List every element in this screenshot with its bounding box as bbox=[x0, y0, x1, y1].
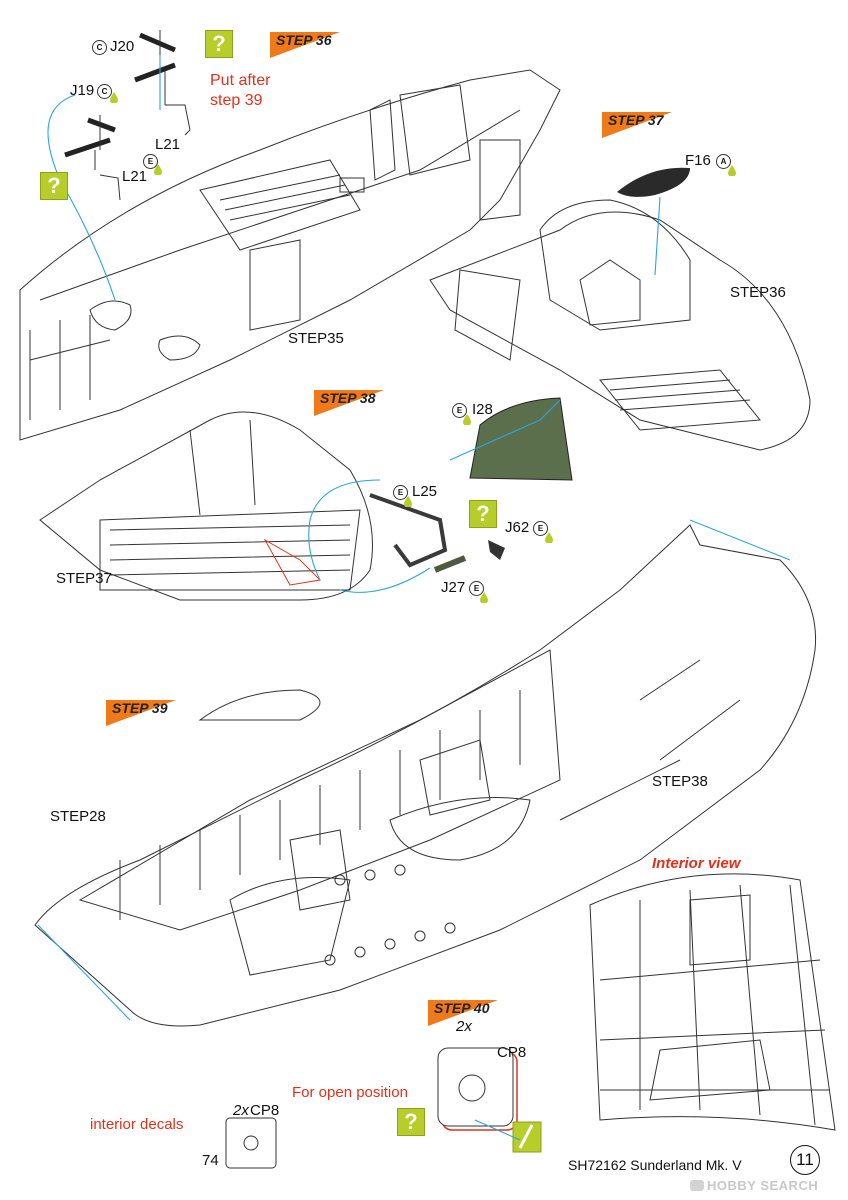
sprue-code-c: C bbox=[92, 40, 107, 55]
fuselage-section-step35 bbox=[19, 69, 561, 441]
sprue-code-e: E bbox=[469, 581, 484, 596]
step-banner-triangle bbox=[314, 390, 384, 416]
step-banner-triangle bbox=[428, 1000, 498, 1026]
glue-drop-icon bbox=[154, 164, 162, 175]
part-l25: L25 bbox=[412, 483, 438, 500]
step-37-label: STEP 37 bbox=[608, 112, 664, 128]
part-j27: J27 bbox=[441, 579, 466, 596]
sprue-code-e: E bbox=[452, 403, 467, 418]
ref-step38: STEP38 bbox=[652, 773, 708, 790]
part-l21-lower: L21 bbox=[122, 168, 148, 185]
step-36-label: STEP 36 bbox=[276, 32, 332, 48]
quantity-2x-step40: 2x bbox=[456, 1018, 472, 1035]
step-38-label: STEP 38 bbox=[320, 390, 376, 406]
optional-part-qmark: ? bbox=[40, 172, 68, 200]
part-i28: I28 bbox=[472, 401, 493, 418]
part-j62: J62 bbox=[505, 519, 530, 536]
step-36-banner: STEP 36 bbox=[270, 32, 360, 58]
step-39-label: STEP 39 bbox=[112, 700, 168, 716]
note-put-after-line1: Put after bbox=[210, 72, 271, 89]
glue-drop-icon bbox=[728, 165, 736, 176]
optional-part-qmark: ? bbox=[469, 500, 497, 528]
part-cp8-decal: CP8 bbox=[250, 1102, 280, 1119]
part-l21-upper: L21 bbox=[155, 136, 181, 153]
watermark-logo-icon bbox=[690, 1180, 704, 1191]
step-39-banner: STEP 39 bbox=[106, 700, 196, 726]
optional-part-qmark: ? bbox=[397, 1108, 425, 1136]
step-banner-triangle bbox=[602, 112, 672, 138]
step-banner-triangle bbox=[106, 700, 176, 726]
kit-title: SH72162 Sunderland Mk. V bbox=[568, 1157, 742, 1173]
glue-drop-icon bbox=[480, 592, 488, 603]
watermark: HOBBY SEARCH bbox=[690, 1178, 818, 1193]
sprue-code-a: A bbox=[716, 154, 731, 169]
note-interior-view: Interior view bbox=[652, 855, 741, 872]
page-number: 11 bbox=[790, 1145, 820, 1175]
quantity-2x-decal: 2x bbox=[233, 1102, 249, 1119]
guide-lines bbox=[37, 55, 791, 1141]
nose-floor-step37 bbox=[39, 411, 373, 601]
step-40-label: STEP 40 bbox=[434, 1000, 490, 1016]
ref-step36: STEP36 bbox=[730, 284, 786, 301]
glue-drop-icon bbox=[404, 496, 412, 507]
main-hull-step39 bbox=[34, 524, 817, 1027]
sprue-code-e: E bbox=[393, 485, 408, 500]
part-j20: J20 bbox=[110, 38, 135, 55]
part-j19: J19 bbox=[70, 82, 95, 99]
glue-drop-icon bbox=[463, 414, 471, 425]
sprue-code-e: E bbox=[143, 154, 158, 169]
glue-drop-icon bbox=[545, 532, 553, 543]
cockpit-step36 bbox=[429, 199, 811, 451]
ref-step35: STEP35 bbox=[288, 330, 344, 347]
sprue-code-e: E bbox=[533, 521, 548, 536]
note-for-open-position: For open position bbox=[292, 1084, 408, 1101]
step-40-banner: STEP 40 bbox=[428, 1000, 518, 1026]
interior-view-drawing bbox=[589, 873, 836, 1131]
note-put-after-line2: step 39 bbox=[210, 92, 263, 109]
ref-step28: STEP28 bbox=[50, 808, 106, 825]
glue-drop-icon bbox=[110, 92, 118, 103]
small-parts bbox=[64, 30, 690, 1169]
ref-step37: STEP37 bbox=[56, 570, 112, 587]
part-cp8-step40: CP8 bbox=[497, 1044, 527, 1061]
note-interior-decals: interior decals bbox=[90, 1116, 184, 1133]
step-banner-triangle bbox=[270, 32, 340, 58]
decal-number-74: 74 bbox=[202, 1152, 219, 1169]
step-38-banner: STEP 38 bbox=[314, 390, 404, 416]
step-37-banner: STEP 37 bbox=[602, 112, 692, 138]
sprue-code-c: C bbox=[97, 84, 112, 99]
part-f16: F16 bbox=[685, 152, 711, 169]
watermark-text: HOBBY SEARCH bbox=[707, 1178, 819, 1193]
optional-part-qmark: ? bbox=[205, 30, 233, 58]
